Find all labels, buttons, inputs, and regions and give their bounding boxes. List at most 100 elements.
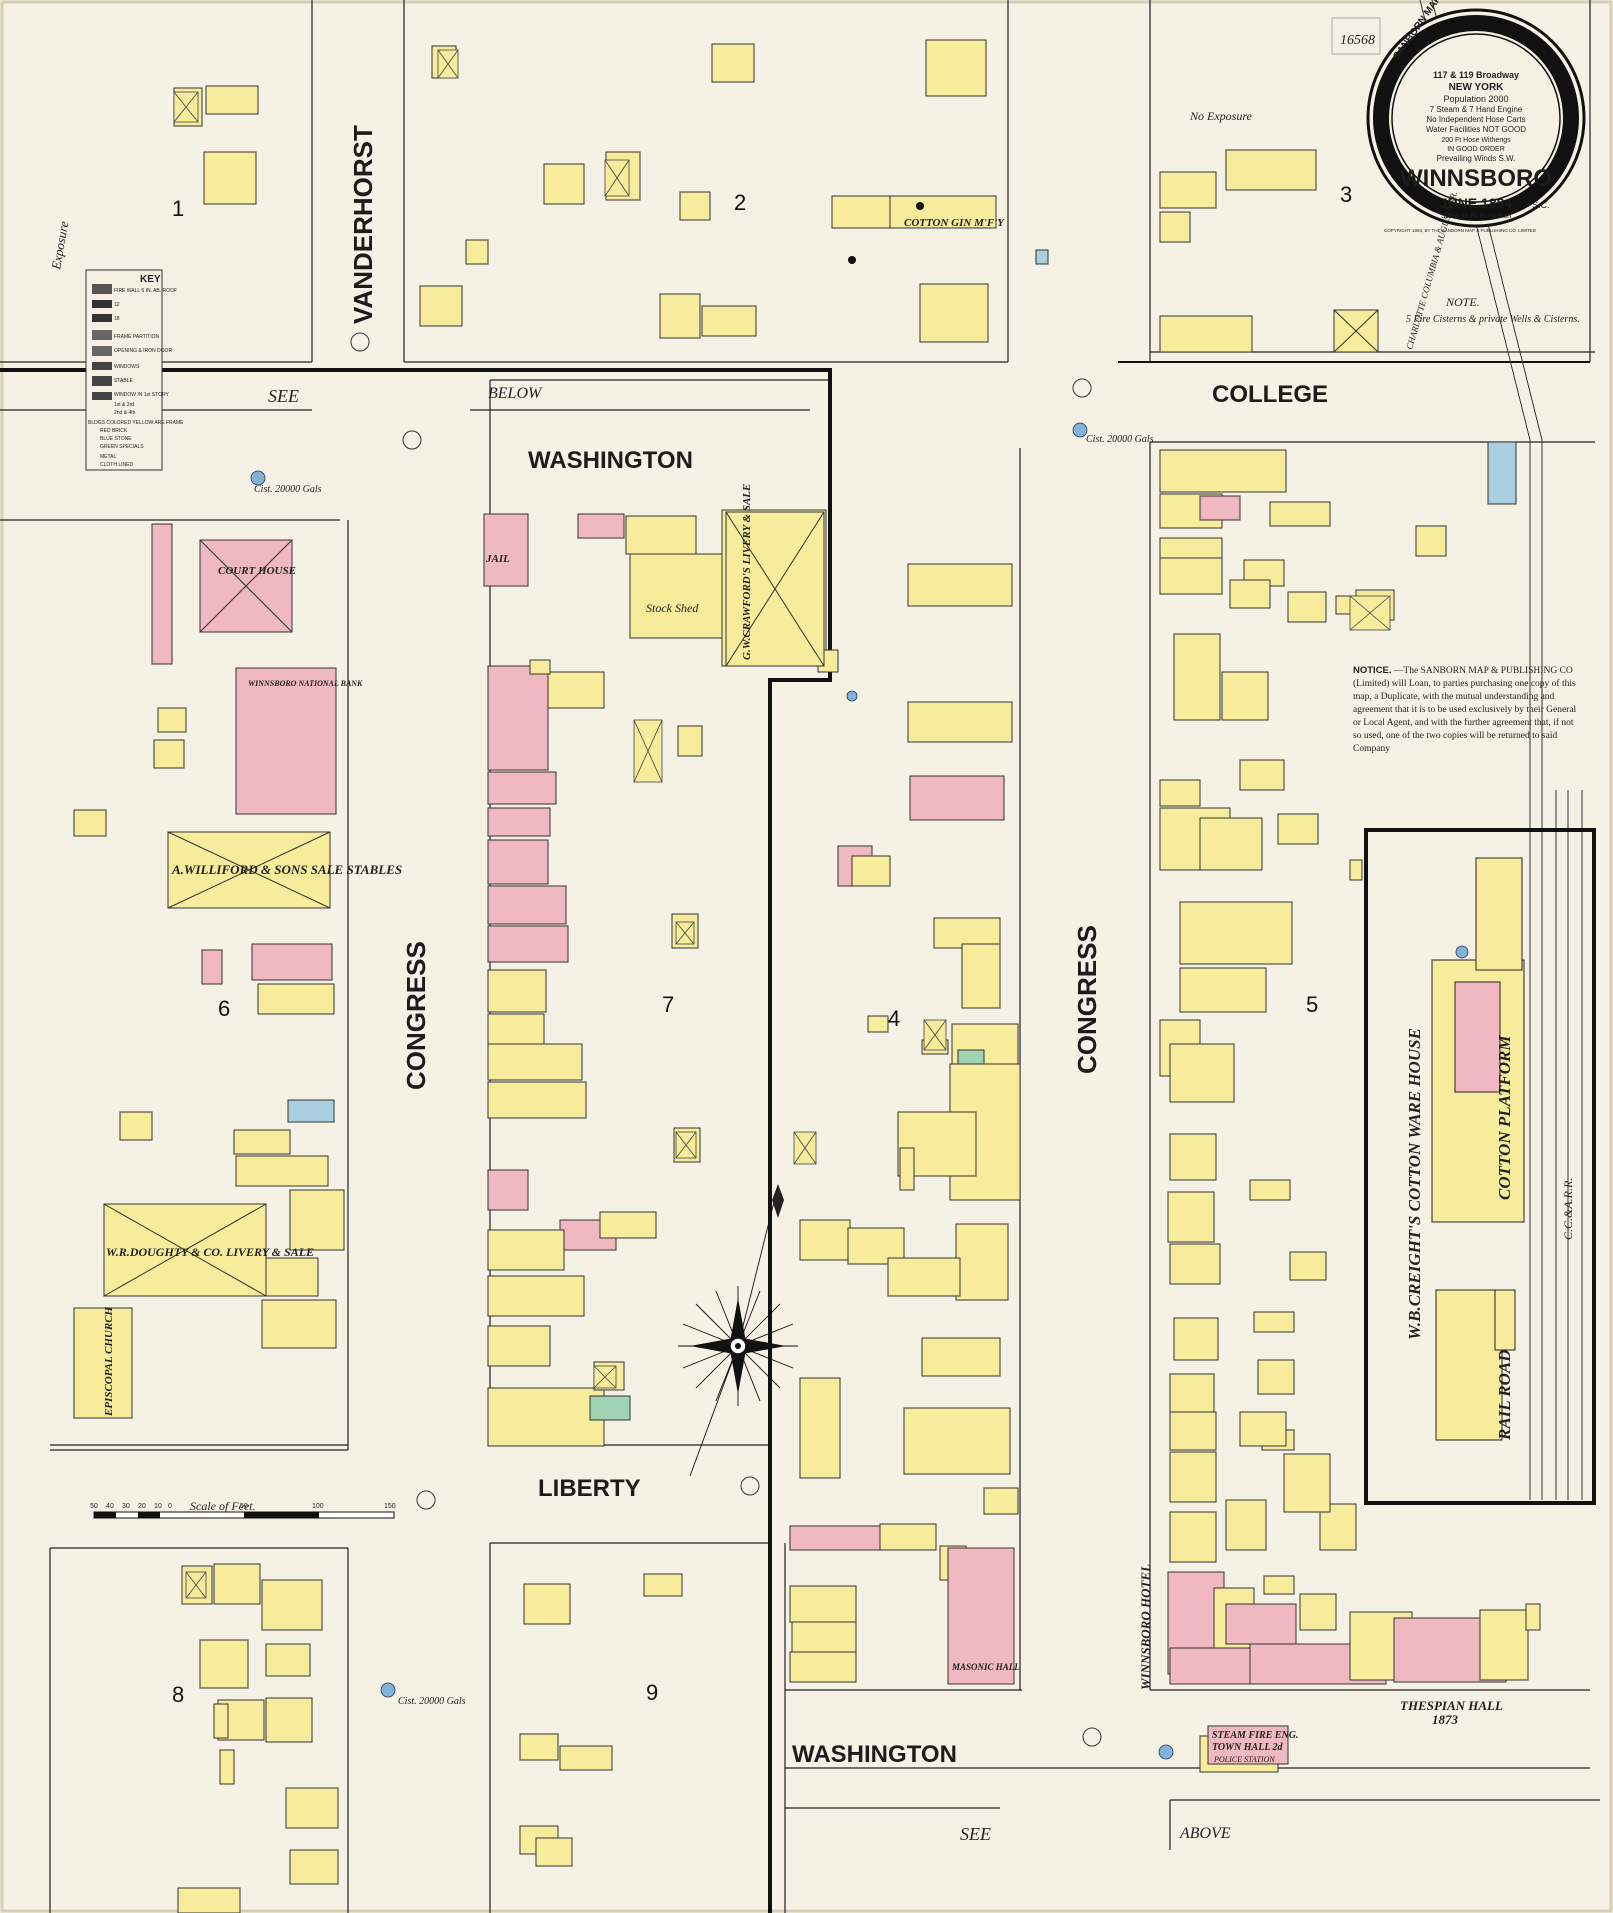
svg-text:JUNE 1884: JUNE 1884 [1440,195,1513,211]
creight-warehouse-outline [1364,828,1596,1505]
rail-road-label: RAIL ROAD [1495,1349,1514,1441]
svg-text:30: 30 [122,1503,130,1510]
key-item: WINDOWS [114,364,140,370]
svg-text:Scale 50 Ft. to an Inch: Scale 50 Ft. to an Inch [1441,213,1511,220]
svg-text:Water Facilities NOT GOOD: Water Facilities NOT GOOD [1426,125,1526,134]
sheet-division-lines [0,361,1590,1913]
catalog-number: 16568 [1340,33,1375,48]
svg-text:IN GOOD ORDER: IN GOOD ORDER [1447,146,1505,153]
above-label: ABOVE [1179,1825,1231,1842]
svg-text:WINNSBORO: WINNSBORO [1400,165,1552,192]
key-title: KEY [140,274,161,285]
see-left-label: SEE [268,386,299,406]
engine-dot [916,202,924,210]
key-item: OPENING & IRON DOOR [114,348,172,354]
svg-text:10: 10 [154,1503,162,1510]
see-bottom-label: SEE [960,1824,991,1844]
key-item: BLUE STONE [100,436,132,442]
street-college: COLLEGE [1212,381,1328,408]
svg-text:No Independent Hose Carts: No Independent Hose Carts [1426,115,1525,124]
svg-text:0: 0 [168,1503,172,1510]
key-item: 18 [114,316,120,322]
svg-text:50: 50 [90,1503,98,1510]
below-label: BELOW [488,385,543,402]
block-number: 6 [218,996,230,1021]
jail-label: JAIL [485,553,510,565]
svg-text:150: 150 [384,1503,396,1510]
compass-rose [678,1184,798,1477]
key-item: FIRE WALL 6 IN. AB. ROOF [114,288,177,294]
street-washington-top: WASHINGTON [528,447,693,474]
crawford-livery-label: G.W.CRAWFORD'S LIVERY & SALE [741,484,753,660]
key-item: 1st & 3rd [114,402,134,408]
steam-fire-label: STEAM FIRE ENG. [1212,1730,1298,1741]
key-item: METAL [100,454,117,460]
block-number: 4 [888,1006,900,1031]
cisterns [250,422,1469,1760]
note-text: 5 Fire Cisterns & private Wells & Cister… [1406,314,1580,325]
street-washington-bottom: WASHINGTON [792,1741,957,1768]
svg-text:Prevailing Winds S.W.: Prevailing Winds S.W. [1437,154,1516,163]
svg-text:S.C.: S.C. [1532,200,1550,210]
street-congress-right: CONGRESS [1072,925,1102,1074]
svg-text:7 Steam & 7 Hand Engine: 7 Steam & 7 Hand Engine [1430,105,1523,114]
stock-shed-label: Stock Shed [646,601,699,615]
street-congress-left: CONGRESS [401,941,431,1090]
livery-stables [103,309,1379,1297]
episcopal-church-label: EPISCOPAL CHURCH [103,1306,115,1417]
svg-text:100: 100 [312,1503,324,1510]
court-house-label: COURT HOUSE [218,565,296,577]
sanborn-stamp [1366,8,1586,228]
loan-notice: NOTICE. —The SANBORN MAP & PUBLISHING CO… [1353,664,1583,756]
svg-text:Population 2000: Population 2000 [1443,94,1508,104]
block-number: 1 [172,196,184,221]
circled-markers [350,332,1102,1747]
notice-heading: NOTICE. [1353,665,1392,676]
masonic-hall-label: MASONIC HALL [951,1662,1020,1672]
street-liberty: LIBERTY [538,1475,641,1502]
ccarr-label: C.C.&A.R.R. [1561,1178,1575,1240]
svg-text:COPYRIGHT 1884, BY THE SANBORN: COPYRIGHT 1884, BY THE SANBORN MAP & PUB… [1384,228,1537,233]
scale-title: Scale of Feet. [190,1499,256,1513]
key-item: GREEN SPECIALS [100,444,144,450]
thespian-hall-label: THESPIAN HALL [1400,1698,1503,1713]
cotton-platform-label: COTTON PLATFORM [1495,1035,1514,1200]
key-item: 12 [114,302,120,308]
svg-text:200 Ft Hose Withengs: 200 Ft Hose Withengs [1441,137,1511,144]
scale-ticks: 50 40 30 20 10 0 50 100 150 [90,1503,396,1510]
thespian-year-label: 1873 [1432,1712,1459,1727]
key-item: CLOTH LINED [100,462,133,468]
cotton-gin-label: COTTON GIN M'F'Y [904,217,1005,229]
doughty-livery-label: W.R.DOUGHTY & CO. LIVERY & SALE [106,1245,314,1259]
stamp-text: 117 & 119 Broadway NEW YORK Population 2… [1384,0,1552,233]
town-hall-label: TOWN HALL 2d [1212,1742,1284,1753]
key-item: FRAME PARTITION [114,334,159,340]
engine-dot-2 [848,256,856,264]
scale-bar [93,1511,395,1519]
creight-warehouse-label: W.B.CREIGHT'S COTTON WARE HOUSE [1405,1028,1424,1340]
svg-text:40: 40 [106,1503,114,1510]
svg-text:117 & 119 Broadway: 117 & 119 Broadway [1433,70,1519,80]
svg-text:50: 50 [240,1503,248,1510]
block-number: 8 [172,1682,184,1707]
note-title: NOTE. [1445,295,1480,309]
key-item: 2nd & 4th [114,410,136,416]
street-vanderhorst: VANDERHORST [348,125,378,324]
cistern-label: Cist. 20000 Gals [1086,434,1154,445]
key-item: WINDOW IN 1st STORY [114,392,169,398]
key-item: BLDGS COLORED YELLOW ARE FRAME [88,420,184,426]
no-exposure-label: No Exposure [1189,109,1253,123]
archive-stamp [1331,17,1381,55]
cistern-label: Cist. 20000 Gals [254,484,322,495]
block-number: 9 [646,1680,658,1705]
hotel-label: WINNSBORO HOTEL [1138,1564,1153,1690]
notice-text: —The SANBORN MAP & PUBLISHING CO (Limite… [1353,666,1577,754]
block-number: 3 [1340,182,1352,207]
svg-text:NEW YORK: NEW YORK [1449,82,1505,93]
williford-stables-label: A.WILLIFORD & SONS SALE STABLES [171,862,402,877]
block-number: 5 [1306,992,1318,1017]
map-key [85,269,163,471]
key-item: RED BRICK [100,428,128,434]
cistern-label: Cist. 20000 Gals [398,1696,466,1707]
